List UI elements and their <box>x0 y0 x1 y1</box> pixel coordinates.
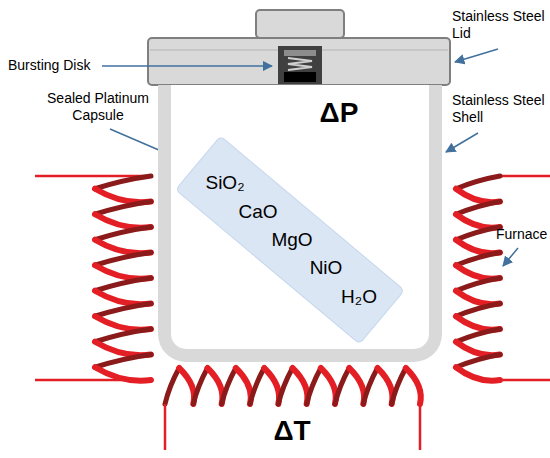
coil-winding <box>293 368 308 404</box>
leader-arrow <box>446 133 478 152</box>
compound-label: MgO <box>271 229 312 251</box>
coil-winding <box>456 329 500 342</box>
coil-winding <box>392 368 406 404</box>
coil-winding <box>95 304 151 317</box>
bursting-disk-spring <box>288 58 312 70</box>
coil-winding <box>378 368 393 404</box>
bursting-disk <box>284 72 316 82</box>
coil-winding <box>456 304 500 317</box>
coil-winding <box>95 316 151 329</box>
part-label: Sealed Platinum Capsule <box>38 90 158 124</box>
coil-winding <box>179 368 194 404</box>
compound-label: NiO <box>310 257 343 279</box>
coil-winding <box>456 227 500 240</box>
coil-winding <box>456 202 500 215</box>
coil-winding <box>456 342 500 355</box>
coil-winding <box>95 227 151 240</box>
pressure-symbol: ΔP <box>320 97 359 129</box>
coil-winding <box>95 342 151 355</box>
coil-winding <box>406 368 421 404</box>
coil-winding <box>250 368 264 404</box>
coil-winding <box>95 176 151 189</box>
part-label: Furnace <box>496 226 547 243</box>
coil-winding <box>349 368 364 404</box>
coil-winding <box>456 240 500 253</box>
capsule-shape <box>176 136 405 344</box>
coil-winding <box>456 176 500 189</box>
compound-label: SiO₂ <box>205 172 244 194</box>
coil-winding <box>95 278 151 291</box>
bursting-disk-housing <box>278 46 322 84</box>
coil-winding <box>456 367 500 380</box>
part-label: Stainless Steel Lid <box>452 8 548 42</box>
coil-winding <box>193 368 207 404</box>
stainless-steel-lid <box>148 38 450 85</box>
coil-winding <box>95 202 151 215</box>
coil-lead <box>500 175 550 178</box>
coil-winding <box>95 240 151 253</box>
coil-winding <box>307 368 321 404</box>
coil-winding <box>95 367 151 380</box>
coil-winding <box>456 278 500 291</box>
coil-winding <box>456 355 500 368</box>
compound-label: CaO <box>238 201 277 223</box>
coil-winding <box>321 368 336 404</box>
coil-lead <box>500 379 550 382</box>
coil-winding <box>95 265 151 278</box>
coil-winding <box>335 368 349 404</box>
leader-arrow <box>455 49 498 62</box>
coil-winding <box>95 355 151 368</box>
coil-winding <box>264 368 279 404</box>
coil-winding <box>456 253 500 266</box>
part-label: Stainless Steel Shell <box>452 92 548 126</box>
coil-winding <box>278 368 292 404</box>
coil-winding <box>95 291 151 304</box>
coil-winding <box>456 189 500 202</box>
bursting-disk-plate <box>284 50 316 56</box>
coil-winding <box>165 368 179 404</box>
temperature-symbol: ΔT <box>273 414 310 448</box>
coil-winding <box>456 265 500 278</box>
coil-winding <box>456 316 500 329</box>
coil-winding <box>95 329 151 342</box>
stainless-steel-shell: ΔP SiO₂ CaO MgO NiO H₂O <box>158 85 442 362</box>
coil-winding <box>95 214 151 227</box>
leader-arrow <box>102 65 272 67</box>
part-label: Bursting Disk <box>8 57 90 74</box>
coil-lead <box>164 404 167 450</box>
coil-winding <box>456 291 500 304</box>
coil-winding <box>95 189 151 202</box>
coil-winding <box>95 253 151 266</box>
platinum-capsule: SiO₂ CaO MgO NiO H₂O <box>175 136 405 344</box>
coil-winding <box>363 368 377 404</box>
coil-winding <box>236 368 251 404</box>
coil-winding <box>208 368 223 404</box>
compound-label: H₂O <box>341 286 377 308</box>
leader-arrow <box>503 248 518 266</box>
coil-winding <box>222 368 236 404</box>
coil-winding <box>456 214 500 227</box>
lid-knob <box>256 10 344 38</box>
coil-lead <box>419 404 422 450</box>
